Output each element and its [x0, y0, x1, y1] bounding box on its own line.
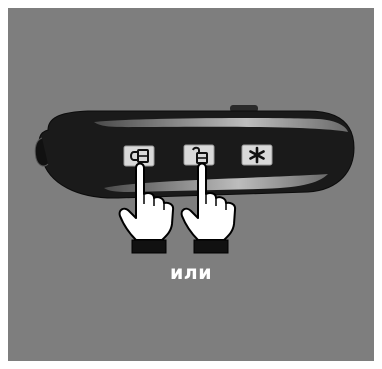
instruction-illustration: или — [8, 8, 374, 361]
unlock-button[interactable] — [184, 145, 214, 165]
caption-or: или — [8, 262, 374, 284]
asterisk-button[interactable] — [242, 145, 272, 165]
key-fob-diagram — [8, 8, 374, 361]
